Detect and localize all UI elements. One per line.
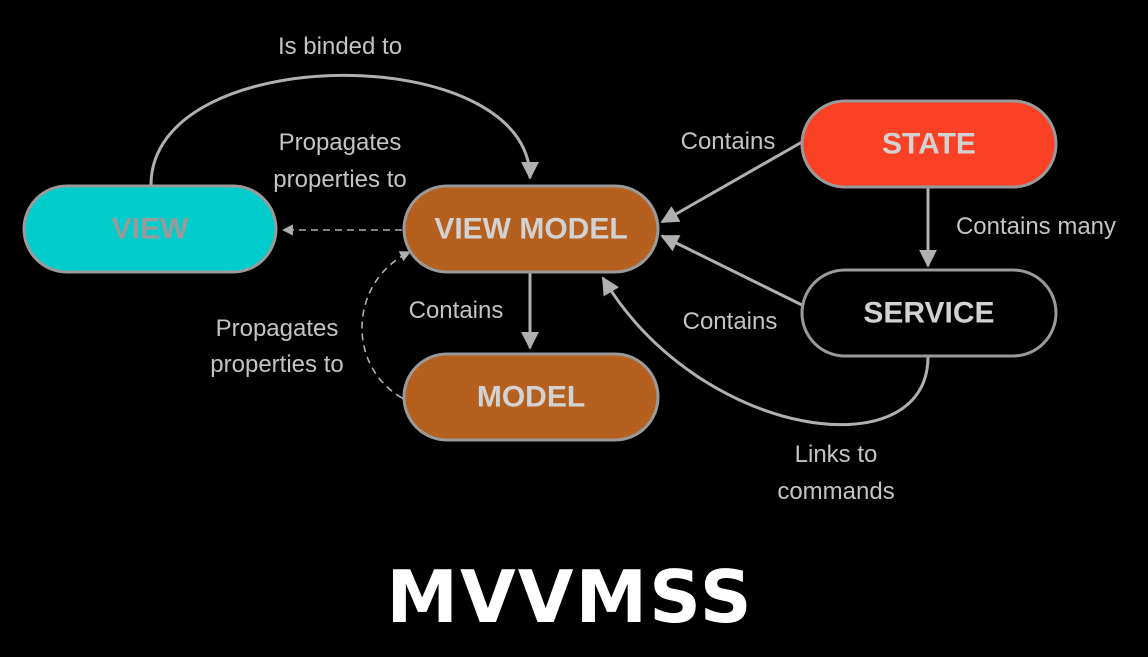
node-view-model-shape (402, 184, 660, 274)
label-contains-many: Contains many (956, 213, 1116, 240)
node-state-label: STATE (882, 128, 976, 161)
label-links-to-line2: commands (777, 478, 894, 505)
diagram-title: MVVMSS (386, 555, 753, 639)
label-propagates-model-line2: properties to (210, 351, 343, 378)
edge-service-links-to-commands (601, 276, 930, 427)
label-is-binded-to: Is binded to (278, 33, 402, 60)
node-model: MODEL (402, 352, 660, 442)
label-service-contains: Contains (683, 308, 778, 335)
label-propagates-vm-to-view-line1: Propagates (279, 129, 402, 156)
label-propagates-model-line1: Propagates (216, 315, 339, 342)
node-view-label: VIEW (112, 213, 189, 246)
node-view-model: VIEW MODEL (402, 184, 660, 274)
node-view-model-label: VIEW MODEL (434, 213, 627, 246)
node-view-shape (22, 184, 278, 274)
node-service-shape (800, 268, 1058, 358)
node-service-label: SERVICE (863, 297, 994, 330)
node-state-shape (800, 99, 1058, 189)
edge-model-propagates-to-view-model (361, 251, 414, 408)
label-state-contains: Contains (681, 128, 776, 155)
node-model-shape (402, 352, 660, 442)
label-vm-contains-model: Contains (409, 297, 504, 324)
node-service: SERVICE (800, 268, 1058, 358)
node-model-label: MODEL (477, 381, 585, 414)
node-state: STATE (800, 99, 1058, 189)
edge-state-contains-view-model (660, 140, 803, 224)
edge-view-binded-to-view-model (149, 73, 539, 186)
label-propagates-vm-to-view-line2: properties to (273, 166, 406, 193)
node-view: VIEW (22, 184, 278, 274)
label-links-to-line1: Links to (795, 441, 878, 468)
edge-service-contains-view-model (660, 234, 803, 307)
